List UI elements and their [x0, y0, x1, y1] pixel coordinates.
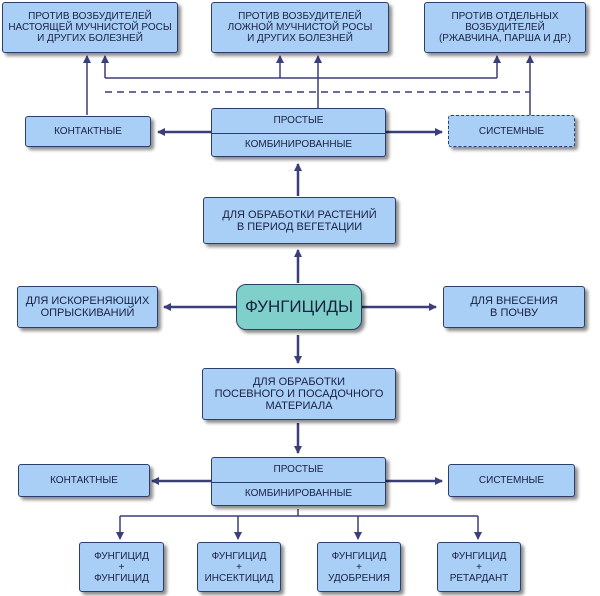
- eradicating-spray-box: ДЛЯ ИСКОРЕНЯЮЩИХ ОПРЫСКИВАНИЙ: [17, 286, 158, 328]
- upper-simple-label: ПРОСТЫЕ: [212, 109, 385, 134]
- fungicide-plus-retardant-box: ФУНГИЦИД + РЕТАРДАНТ: [437, 542, 521, 592]
- vegetation-treatment-box: ДЛЯ ОБРАБОТКИ РАСТЕНИЙ В ПЕРИОД ВЕГЕТАЦИ…: [203, 197, 396, 244]
- fungicide-plus-fertilizer-box: ФУНГИЦИД + УДОБРЕНИЯ: [317, 542, 401, 592]
- lower-contact-box: КОНТАКТНЫЕ: [18, 464, 150, 497]
- powdery-mildew-box: ПРОТИВ ВОЗБУДИТЕЛЕЙ НАСТОЯЩЕЙ МУЧНИСТОЙ …: [2, 2, 178, 53]
- fungicides-center-box: ФУНГИЦИДЫ: [236, 284, 362, 330]
- lower-systemic-box: СИСТЕМНЫЕ: [448, 464, 575, 497]
- lower-combined-label: КОМБИНИРОВАННЫЕ: [244, 487, 353, 499]
- downy-mildew-box: ПРОТИВ ВОЗБУДИТЕЛЕЙ ЛОЖНОЙ МУЧНИСТОЙ РОС…: [211, 2, 389, 53]
- soil-application-box: ДЛЯ ВНЕСЕНИЯ В ПОЧВУ: [443, 286, 585, 328]
- lower-simple-combined-box: ПРОСТЫЕ КОМБИНИРОВАННЫЕ: [211, 457, 386, 506]
- lower-simple-label: ПРОСТЫЕ: [212, 458, 385, 483]
- upper-simple-combined-box: ПРОСТЫЕ КОМБИНИРОВАННЫЕ: [211, 108, 386, 157]
- specific-pathogens-box: ПРОТИВ ОТДЕЛЬНЫХ ВОЗБУДИТЕЛЕЙ (РЖАВЧИНА,…: [424, 2, 586, 53]
- fungicide-plus-insecticide-box: ФУНГИЦИД + ИНСЕКТИЦИД: [197, 542, 281, 592]
- upper-combined-label: КОМБИНИРОВАННЫЕ: [244, 138, 353, 150]
- upper-systemic-box: СИСТЕМНЫЕ: [448, 115, 575, 147]
- fungicide-plus-fungicide-box: ФУНГИЦИД + ФУНГИЦИД: [79, 542, 164, 592]
- upper-contact-box: КОНТАКТНЫЕ: [25, 116, 151, 147]
- seed-treatment-box: ДЛЯ ОБРАБОТКИ ПОСЕВНОГО И ПОСАДОЧНОГО МА…: [202, 368, 396, 420]
